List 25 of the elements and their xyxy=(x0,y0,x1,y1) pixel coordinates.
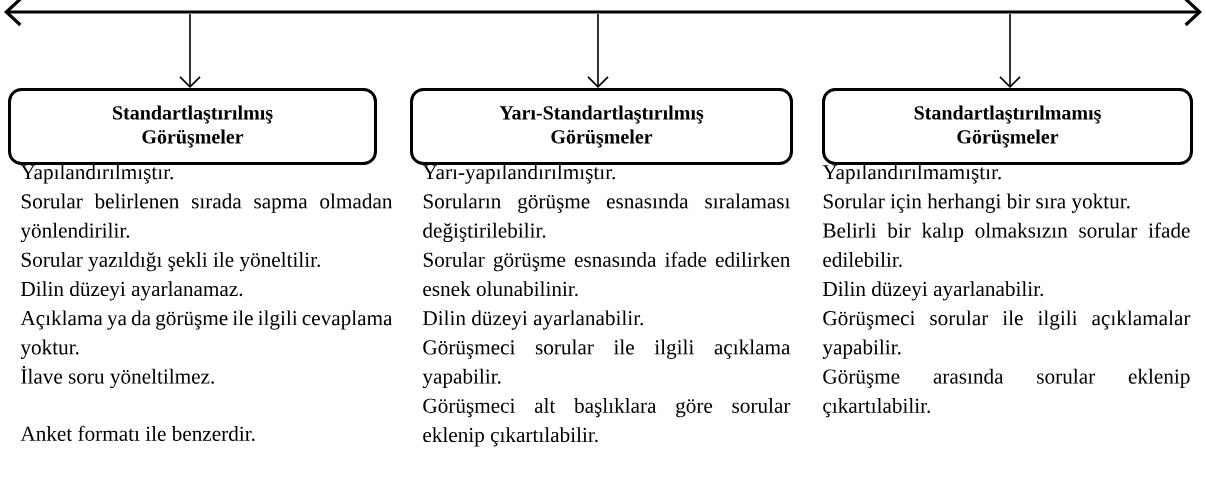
description-text: Yapılandırılmamıştır. xyxy=(822,164,1001,184)
description-text: Sorular yazıldığı şekli ile yöneltilir. xyxy=(21,252,320,272)
description-text: Açıklama ya da görüşme ile ilgili cevaplama yoktur. xyxy=(20,310,393,359)
description-text: Görüşmeci sorular ile ilgili açıklama yapabilir. xyxy=(422,339,791,389)
arrow xyxy=(587,13,609,88)
arrow xyxy=(179,13,201,88)
description-text: Görüşmeci sorular ile ilgili açıklamalar yapabilir. xyxy=(822,310,1191,359)
description-text: İlave soru yöneltilmez. xyxy=(21,366,214,389)
description-text: Sorular belirlenen sırada sapma olmadan yönlendirilir. xyxy=(20,193,393,243)
heading-box: Yarı-Standartlaştırılmış Görüşmeler xyxy=(410,88,793,165)
description-text: Dilin düzeyi ayarlanabilir. xyxy=(823,281,1043,301)
description-text: Yapılandırılmıştır. xyxy=(20,164,173,184)
description-text: Dilin düzeyi ayarlanabilir. xyxy=(423,310,643,330)
arrow xyxy=(999,13,1021,88)
heading-box: Standartlaştırılmamış Görüşmeler xyxy=(822,88,1193,165)
description-text: Soruların görüşme esnasında sıralaması değiştirilebilir. xyxy=(423,193,791,243)
description-text: Sorular görüşme esnasında ifade edilirken esnek olunabilinir. xyxy=(423,251,791,297)
description-text: Görüşme arasında sorular eklenip çıkartılabilir. xyxy=(823,368,1190,418)
description-text: Yarı-yapılandırılmıştır. xyxy=(422,164,615,184)
heading-box: Standartlaştırılmış Görüşmeler xyxy=(8,88,377,165)
description-text: Anket formatı ile benzerdir. xyxy=(20,425,255,441)
description-text: Dilin düzeyi ayarlanamaz. xyxy=(21,281,243,301)
description-text: Görüşmeci alt başlıklara göre sorular eklenip çıkartılabilir. xyxy=(423,398,791,447)
description-text: Sorular için herhangi bir sıra yoktur. xyxy=(823,193,1130,213)
description-text: Belirli bir kalıp olmaksızın sorular ifade edilebilir. xyxy=(823,222,1190,267)
